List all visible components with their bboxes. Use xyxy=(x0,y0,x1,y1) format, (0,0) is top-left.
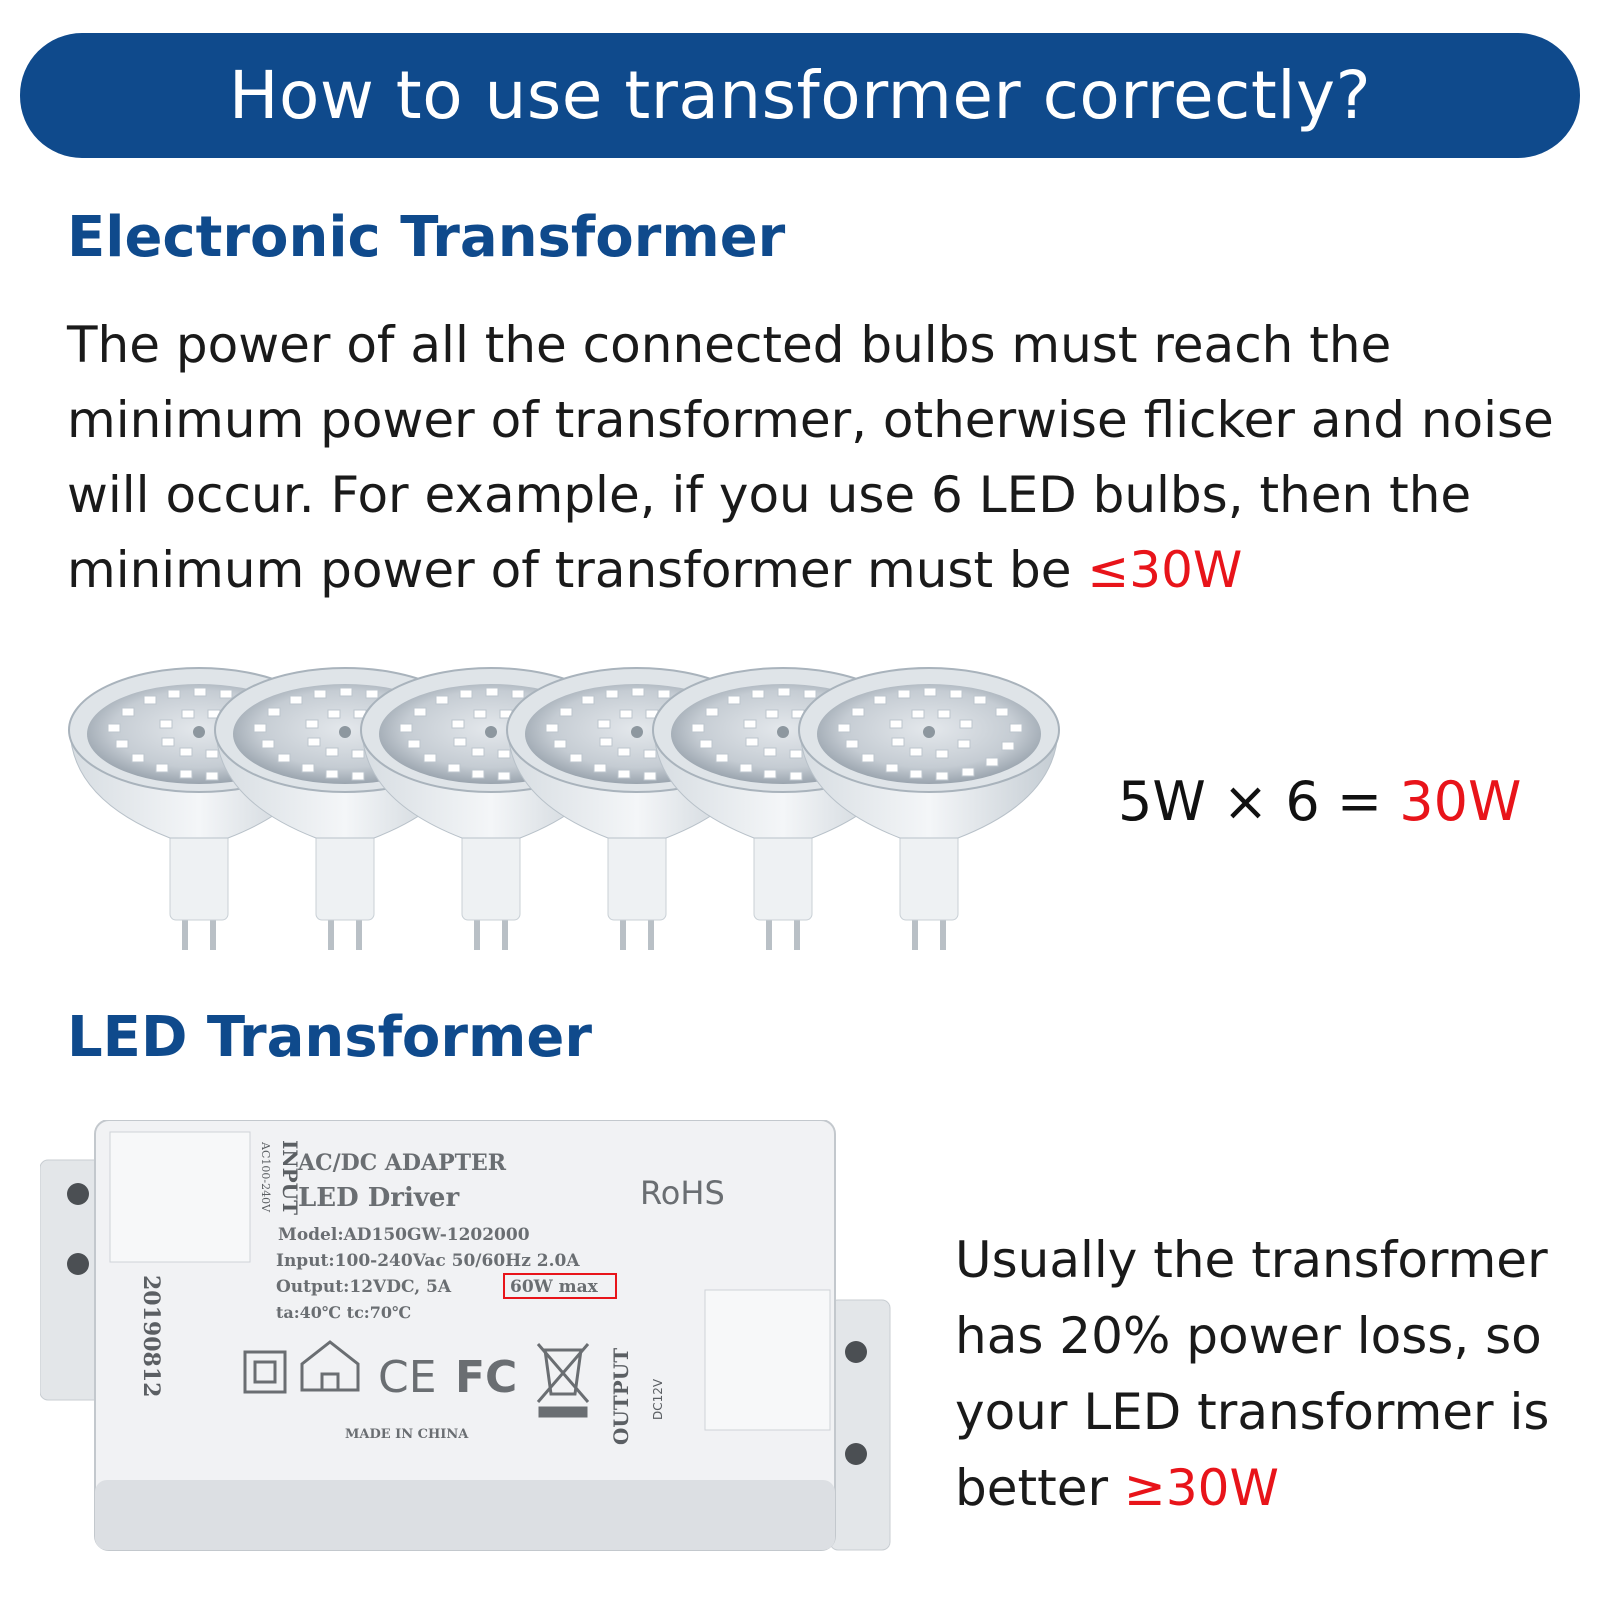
output-mounting-tab xyxy=(829,1299,891,1551)
led-transformer-note: Usually the transformer has 20% power lo… xyxy=(955,1222,1585,1526)
made-in-label: MADE IN CHINA xyxy=(345,1427,469,1442)
screw-hole-icon xyxy=(845,1341,867,1363)
led-driver-image: INPUT AC100-240V AC/DC ADAPTER LED Drive… xyxy=(40,1120,891,1551)
description-line-last: minimum power of transformer must be ≤30… xyxy=(67,533,1567,608)
description-line: will occur. For example, if you use 6 LE… xyxy=(67,466,1472,524)
adapter-title: AC/DC ADAPTER xyxy=(297,1150,507,1176)
rohs-mark: RoHS xyxy=(640,1174,725,1212)
led-bulbs-illustration xyxy=(68,667,1060,951)
note-line: Usually the transformer xyxy=(955,1231,1548,1289)
equation-result: 30W xyxy=(1399,770,1522,833)
output-terminal-cover xyxy=(704,1289,831,1431)
minimum-power-highlight: ≤30W xyxy=(1087,541,1243,599)
driver-base xyxy=(95,1480,835,1550)
fc-mark: FC xyxy=(455,1352,517,1403)
led-transformer-heading: LED Transformer xyxy=(67,1005,592,1070)
screw-hole-icon xyxy=(845,1443,867,1465)
output-rating-label: DC12V xyxy=(651,1378,665,1420)
input-terminal-cover xyxy=(109,1131,251,1263)
input-rating-label: AC100-240V xyxy=(259,1141,272,1213)
screw-hole-icon xyxy=(67,1253,89,1275)
screw-hole-icon xyxy=(67,1183,89,1205)
note-line: has 20% power loss, so xyxy=(955,1307,1542,1365)
electronic-transformer-heading: Electronic Transformer xyxy=(67,205,786,270)
recommended-power-highlight: ≥30W xyxy=(1123,1459,1279,1517)
description-line: The power of all the connected bulbs mus… xyxy=(67,316,1392,374)
note-line-last: better ≥30W xyxy=(955,1450,1585,1526)
page-title: How to use transformer correctly? xyxy=(228,57,1372,134)
power-equation: 5W × 6 = 30W xyxy=(1118,770,1521,833)
max-power-box xyxy=(503,1273,617,1299)
double-insulation-icon xyxy=(243,1350,287,1394)
note-line-text: better xyxy=(955,1459,1124,1517)
equation-expression: 5W × 6 = xyxy=(1118,770,1400,833)
weee-bin-icon xyxy=(536,1343,590,1418)
input-spec-line: Input:100-240Vac 50/60Hz 2.0A xyxy=(276,1251,580,1271)
temperature-line: ta:40℃ tc:70℃ xyxy=(276,1303,411,1322)
description-line-text: minimum power of transformer must be xyxy=(67,541,1088,599)
note-line: your LED transformer is xyxy=(955,1383,1550,1441)
title-banner: How to use transformer correctly? xyxy=(20,33,1580,158)
driver-title: LED Driver xyxy=(298,1183,459,1213)
max-power-label: 60W max xyxy=(510,1277,599,1297)
date-code: 20190812 xyxy=(138,1275,164,1397)
input-side-label: INPUT xyxy=(278,1140,302,1215)
output-spec-line: Output:12VDC, 5A xyxy=(276,1277,452,1297)
indoor-use-icon xyxy=(300,1340,360,1392)
electronic-description: The power of all the connected bulbs mus… xyxy=(67,308,1567,608)
ce-mark: CE xyxy=(378,1352,437,1403)
output-side-label: OUTPUT xyxy=(609,1348,633,1445)
model-line: Model:AD150GW-1202000 xyxy=(278,1225,530,1245)
description-line: minimum power of transformer, otherwise … xyxy=(67,391,1554,449)
